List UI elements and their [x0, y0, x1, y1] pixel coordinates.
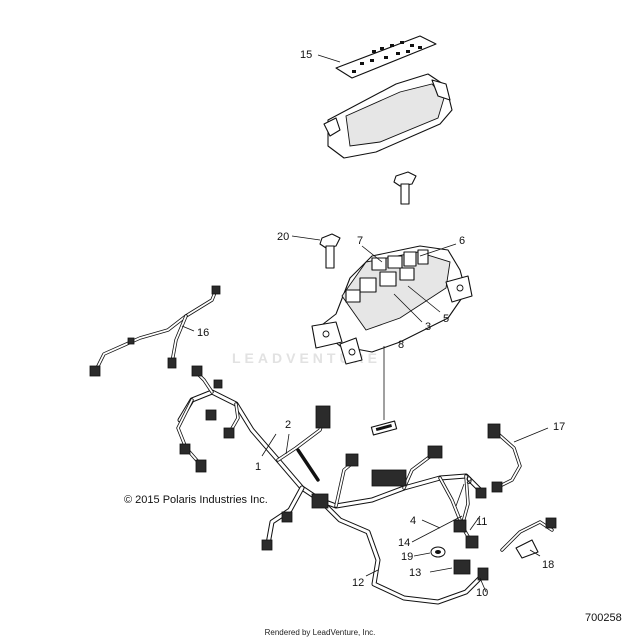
callout-10: 10: [476, 587, 488, 599]
part-1-main-harness: [176, 365, 489, 605]
diagram-number: 700258: [585, 612, 622, 624]
fuse-box-cover: [323, 73, 453, 159]
part-16-harness: [89, 285, 221, 377]
callout-14: 14: [398, 537, 410, 549]
fuse-box-base: [311, 245, 473, 365]
part-8-fuse: [370, 420, 398, 436]
copyright-notice: © 2015 Polaris Industries Inc.: [124, 494, 268, 506]
part-18-bracket: [500, 517, 557, 559]
callout-12: 12: [352, 577, 364, 589]
callout-6: 6: [459, 235, 465, 247]
footer-credit: Rendered by LeadVenture, Inc.: [264, 628, 376, 637]
callout-20: 20: [277, 231, 289, 243]
callout-17: 17: [553, 421, 565, 433]
callout-18: 18: [542, 559, 554, 571]
part-20-bolt: [319, 233, 341, 269]
callout-8: 8: [398, 339, 404, 351]
callout-4: 4: [410, 515, 416, 527]
part-bolt-right: [393, 171, 417, 205]
callout-19: 19: [401, 551, 413, 563]
callout-15: 15: [300, 49, 312, 61]
callout-5: 5: [443, 313, 449, 325]
callout-3: 3: [425, 321, 431, 333]
callout-16: 16: [197, 327, 209, 339]
watermark-logo: LEADVENTURE: [232, 350, 382, 366]
part-17-sensor-lead: [296, 423, 522, 493]
callout-9: 9: [466, 475, 472, 487]
callout-7: 7: [357, 235, 363, 247]
part-15-label-decal: [335, 35, 437, 79]
callout-1: 1: [255, 461, 261, 473]
callout-2: 2: [285, 419, 291, 431]
part-19-grommet: [430, 546, 446, 558]
callout-11: 11: [476, 516, 487, 528]
callout-13: 13: [409, 567, 421, 579]
